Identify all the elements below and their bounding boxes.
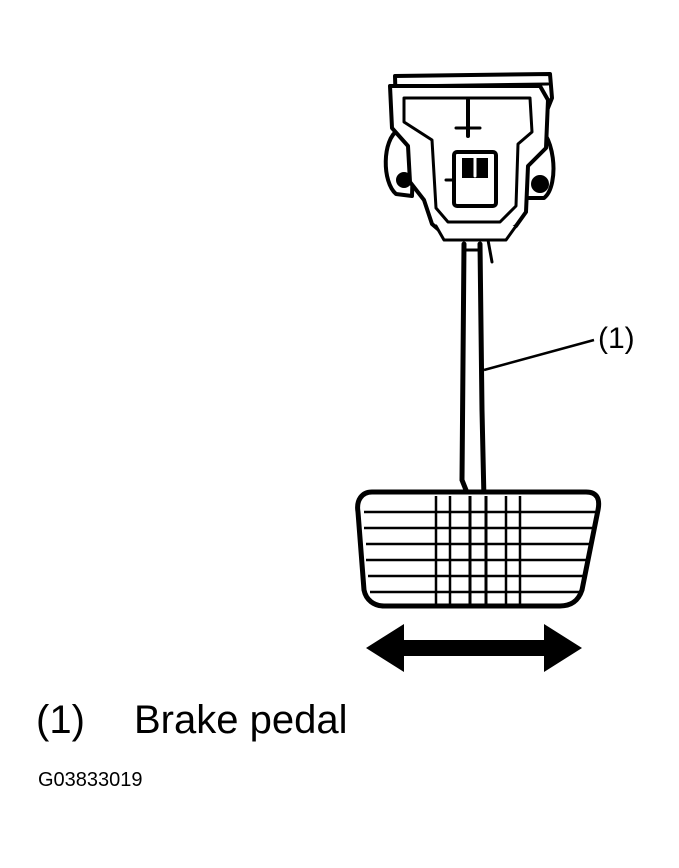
pedal-arm [459, 241, 487, 503]
brake-pedal-diagram [355, 72, 602, 672]
figure-code: G03833019 [38, 769, 143, 791]
legend-text: Brake pedal [134, 698, 348, 742]
legend-number: (1) [36, 698, 85, 742]
legend: (1) Brake pedal [36, 696, 347, 744]
callout-leader-line [483, 338, 595, 372]
pedal-pad [355, 489, 602, 609]
callout-label-1: (1) [598, 322, 635, 355]
pedal-bracket [383, 72, 556, 264]
double-headed-arrow-icon [366, 624, 582, 672]
